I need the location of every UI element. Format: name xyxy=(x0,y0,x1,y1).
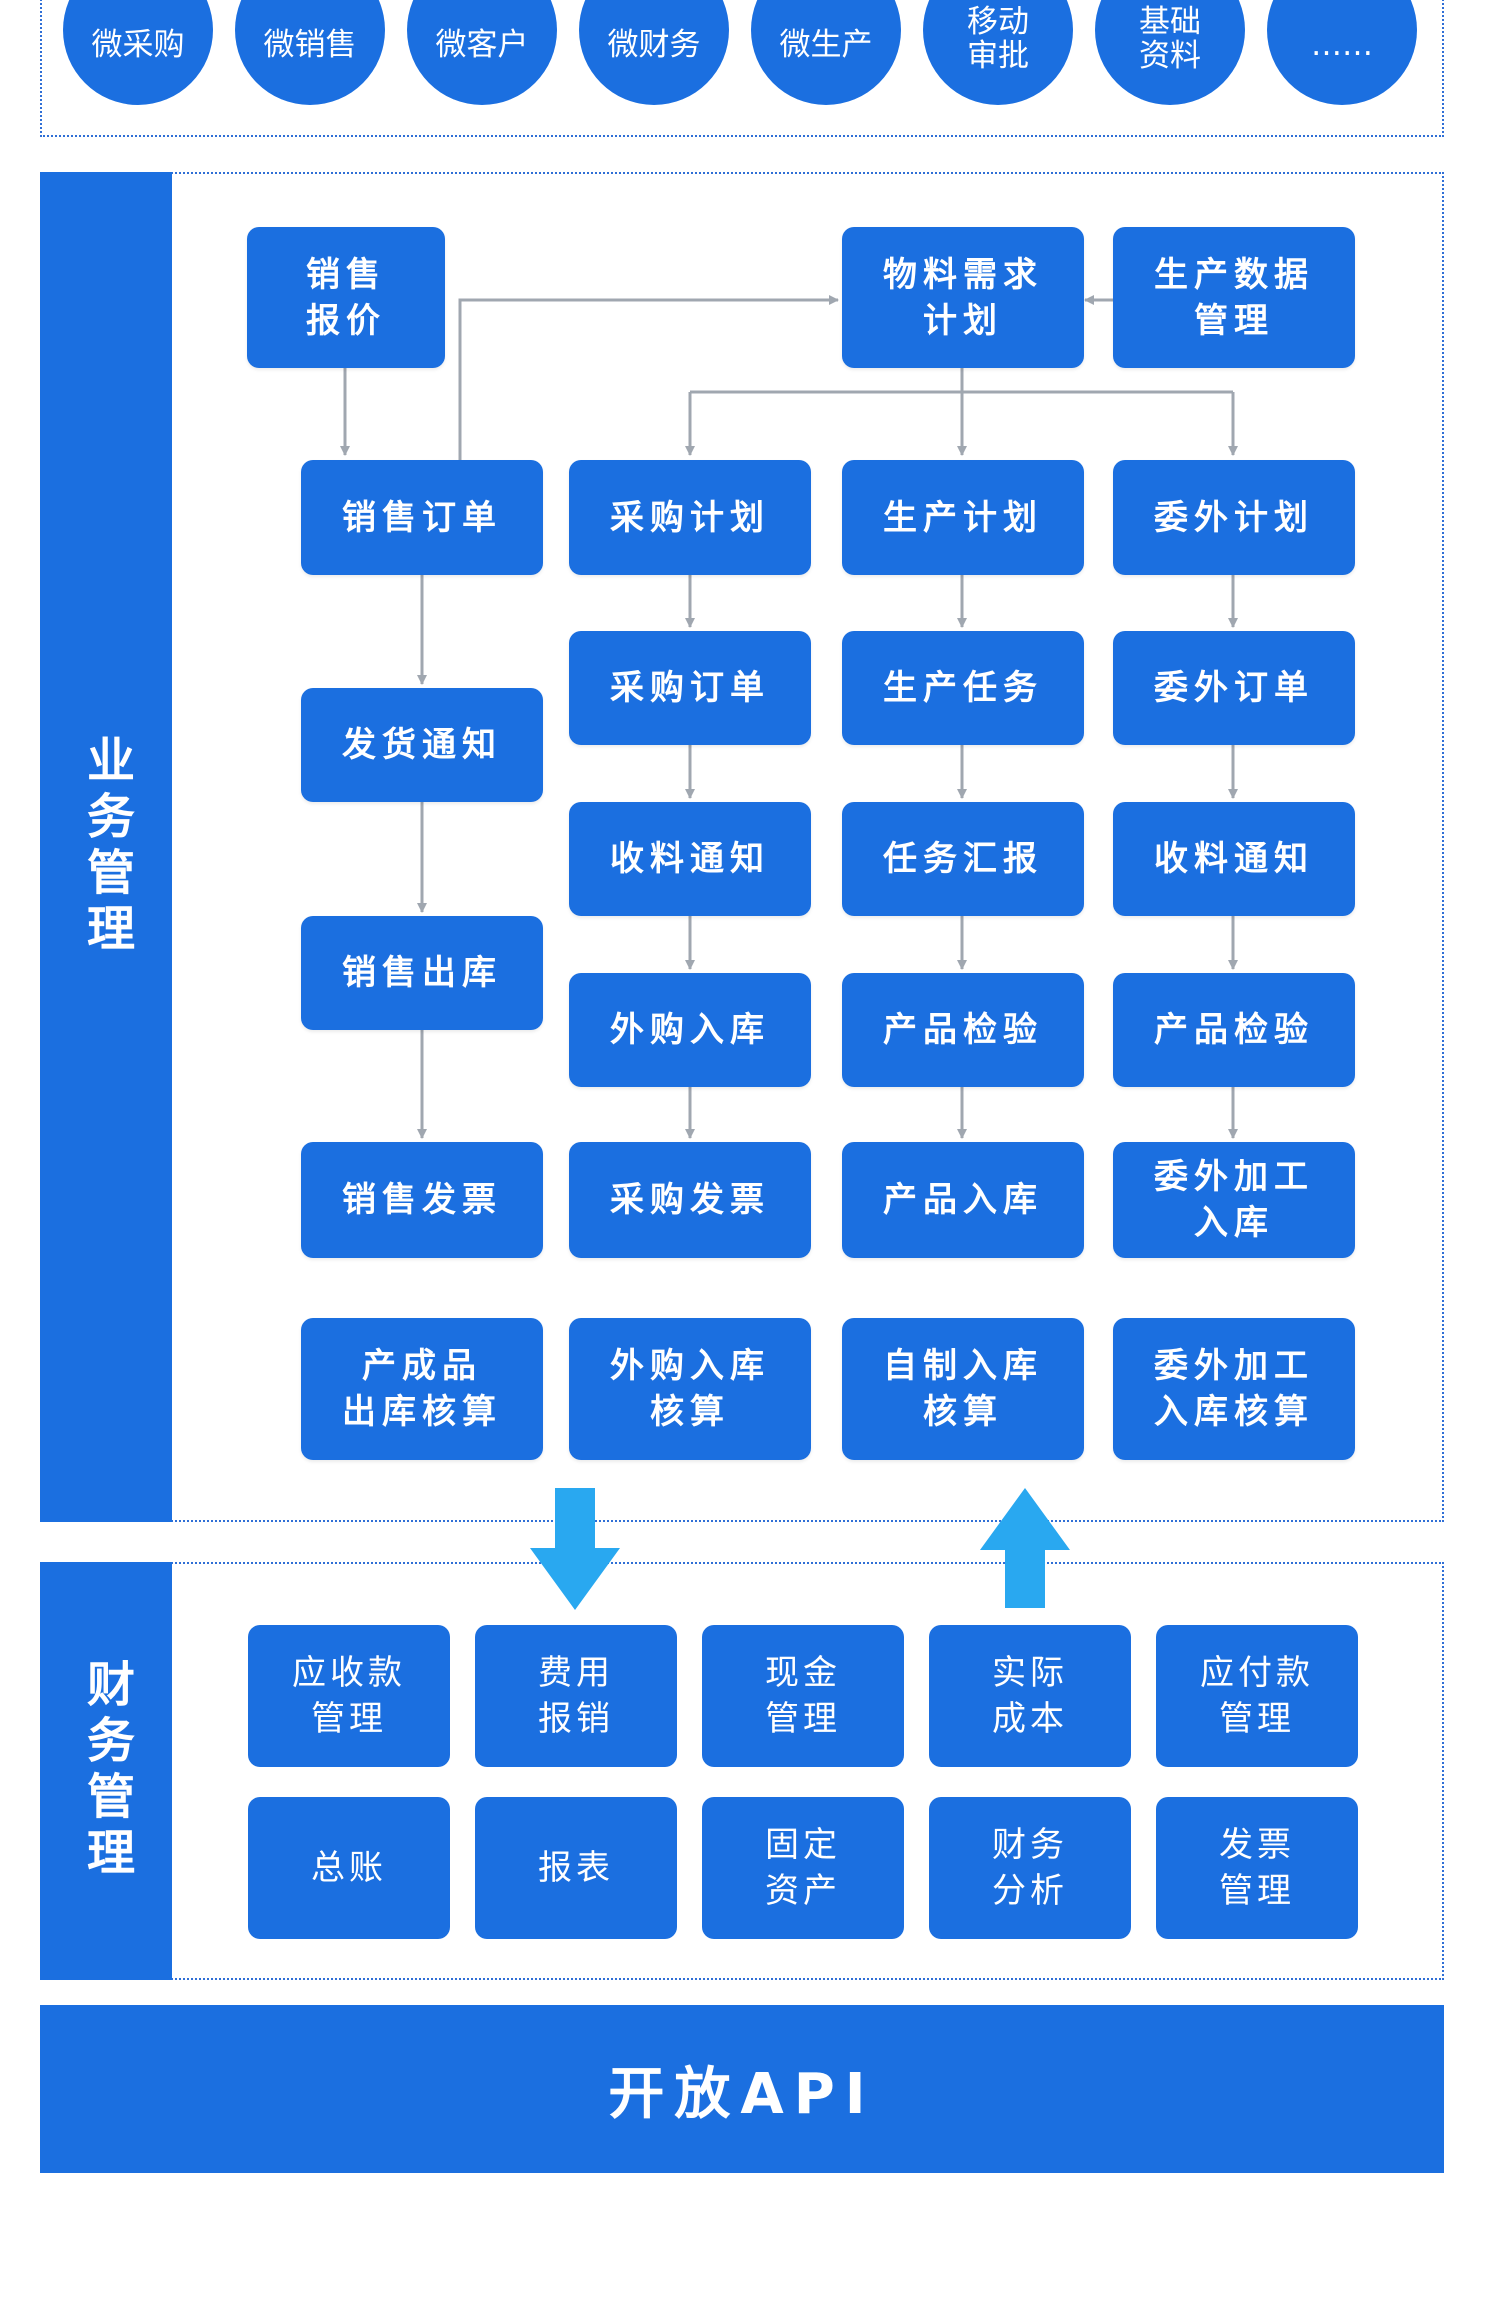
node-product-inspection-outsource[interactable]: 产品检验 xyxy=(1113,973,1355,1087)
mobile-apps-frame xyxy=(40,0,1444,137)
node-sales-quote[interactable]: 销售 报价 xyxy=(247,227,445,368)
node-purchase-inbound-costing[interactable]: 外购入库 核算 xyxy=(569,1318,811,1460)
node-outsource-plan[interactable]: 委外计划 xyxy=(1113,460,1355,575)
node-receiving-notice-purchase[interactable]: 收料通知 xyxy=(569,802,811,916)
node-purchase-invoice[interactable]: 采购发票 xyxy=(569,1142,811,1258)
node-sales-outbound[interactable]: 销售出库 xyxy=(301,916,543,1030)
mobile-app-approval[interactable]: 移动 审批 xyxy=(923,0,1073,105)
node-financial-analysis[interactable]: 财务 分析 xyxy=(929,1797,1131,1939)
node-purchase-order[interactable]: 采购订单 xyxy=(569,631,811,745)
node-production-plan[interactable]: 生产计划 xyxy=(842,460,1084,575)
node-finished-goods-costing[interactable]: 产成品 出库核算 xyxy=(301,1318,543,1460)
node-mrp[interactable]: 物料需求 计划 xyxy=(842,227,1084,368)
node-general-ledger[interactable]: 总账 xyxy=(248,1797,450,1939)
node-production-data[interactable]: 生产数据 管理 xyxy=(1113,227,1355,368)
node-cash-management[interactable]: 现金 管理 xyxy=(702,1625,904,1767)
open-api-bar[interactable]: 开放API xyxy=(40,2005,1444,2173)
node-receiving-notice-outsource[interactable]: 收料通知 xyxy=(1113,802,1355,916)
node-outsource-order[interactable]: 委外订单 xyxy=(1113,631,1355,745)
node-product-inspection-production[interactable]: 产品检验 xyxy=(842,973,1084,1087)
mobile-app-production[interactable]: 微生产 xyxy=(751,0,901,105)
up-flow-arrow xyxy=(980,1488,1070,1608)
node-outsource-inbound[interactable]: 委外加工 入库 xyxy=(1113,1142,1355,1258)
business-management-label: 业务管理 xyxy=(40,172,172,1522)
node-task-report[interactable]: 任务汇报 xyxy=(842,802,1084,916)
down-flow-arrow xyxy=(530,1488,620,1610)
node-selfmade-inbound-costing[interactable]: 自制入库 核算 xyxy=(842,1318,1084,1460)
node-production-task[interactable]: 生产任务 xyxy=(842,631,1084,745)
node-invoice-management[interactable]: 发票 管理 xyxy=(1156,1797,1358,1939)
node-shipping-notice[interactable]: 发货通知 xyxy=(301,688,543,802)
node-expense-reimbursement[interactable]: 费用 报销 xyxy=(475,1625,677,1767)
finance-management-label: 财务管理 xyxy=(40,1562,172,1980)
node-fixed-assets[interactable]: 固定 资产 xyxy=(702,1797,904,1939)
node-actual-cost[interactable]: 实际 成本 xyxy=(929,1625,1131,1767)
node-sales-invoice[interactable]: 销售发票 xyxy=(301,1142,543,1258)
node-reports[interactable]: 报表 xyxy=(475,1797,677,1939)
node-accounts-payable[interactable]: 应付款 管理 xyxy=(1156,1625,1358,1767)
node-purchase-inbound[interactable]: 外购入库 xyxy=(569,973,811,1087)
node-purchase-plan[interactable]: 采购计划 xyxy=(569,460,811,575)
node-sales-order[interactable]: 销售订单 xyxy=(301,460,543,575)
node-product-inbound[interactable]: 产品入库 xyxy=(842,1142,1084,1258)
node-accounts-receivable[interactable]: 应收款 管理 xyxy=(248,1625,450,1767)
node-outsource-inbound-costing[interactable]: 委外加工 入库核算 xyxy=(1113,1318,1355,1460)
